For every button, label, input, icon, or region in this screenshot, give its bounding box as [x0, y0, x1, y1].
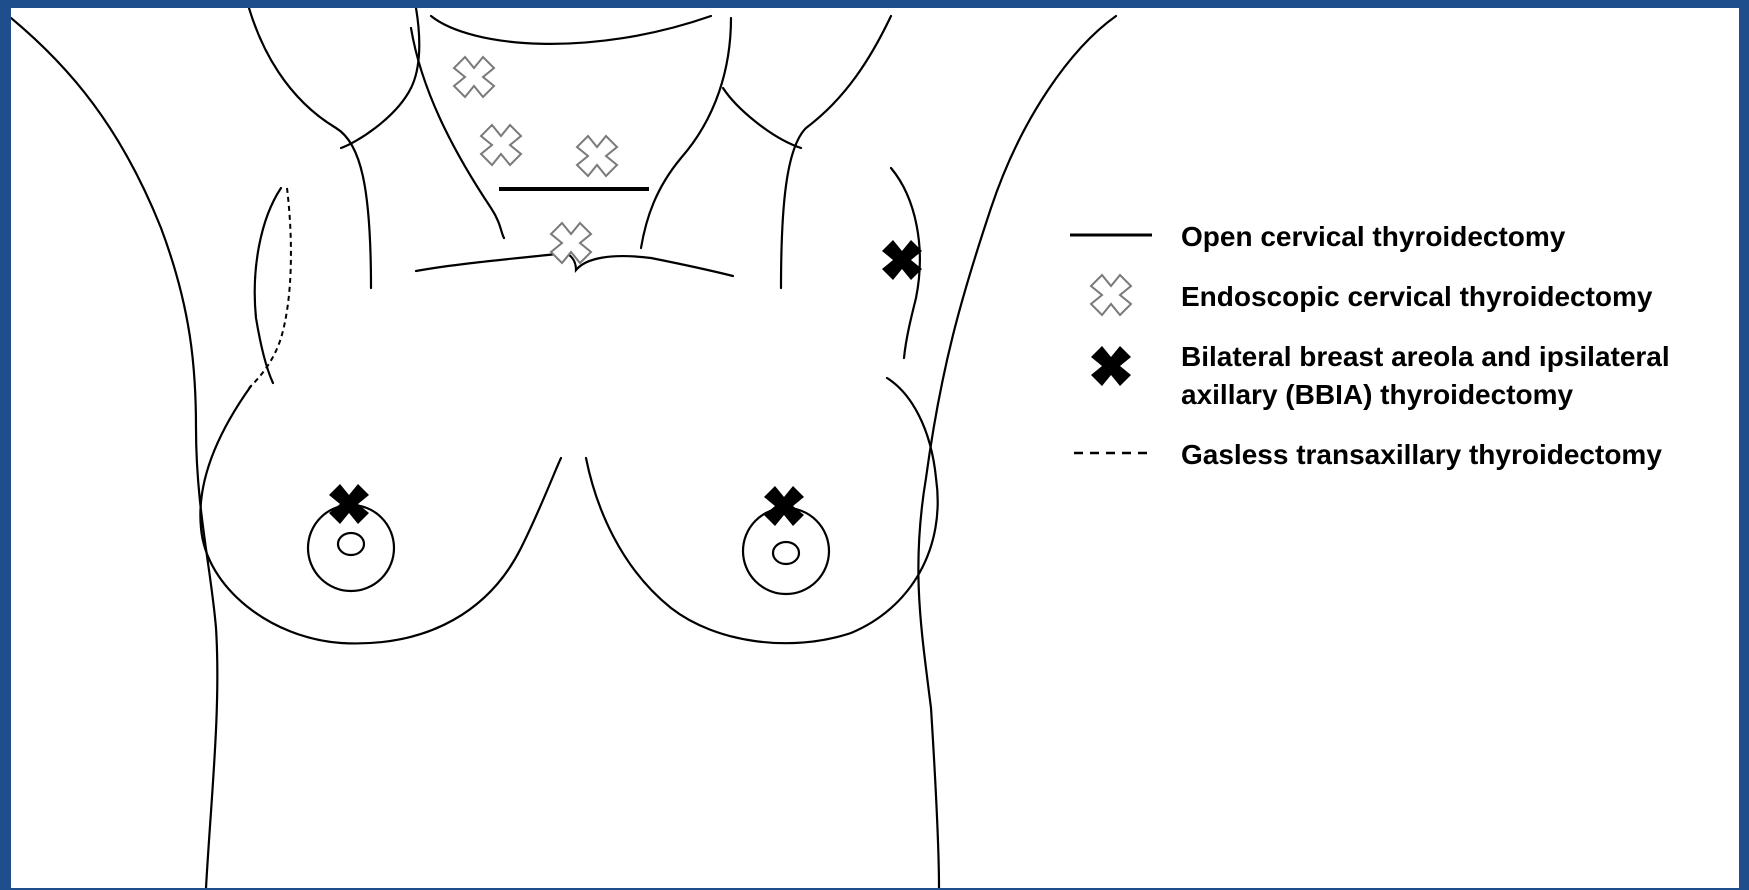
right-shoulder-inner: [723, 88, 801, 148]
bbia-port-icon: [764, 486, 804, 526]
left-areola-outer: [308, 505, 394, 591]
legend-label-bbia: Bilateral breast areola and ipsilateral …: [1181, 338, 1670, 414]
solid-line-icon: [1041, 218, 1181, 252]
left-axilla: [255, 188, 281, 383]
left-shoulder-line: [249, 8, 371, 288]
neck-right: [641, 18, 731, 248]
left-breast: [200, 386, 561, 643]
bbia-port-icon: [882, 240, 922, 280]
bbia-port-icon: [329, 484, 369, 524]
outline-x-icon: [1041, 278, 1181, 312]
dashed-line-icon: [1041, 436, 1181, 470]
legend-label-open: Open cervical thyroidectomy: [1181, 218, 1565, 256]
figure-frame: Open cervical thyroidectomy Endoscopic c…: [11, 8, 1739, 888]
legend-item-endoscopic: Endoscopic cervical thyroidectomy: [1041, 278, 1739, 316]
legend-item-bbia: Bilateral breast areola and ipsilateral …: [1041, 338, 1739, 414]
endoscopic-port-icon: [454, 57, 494, 97]
legend-item-gasless: Gasless transaxillary thyroidectomy: [1041, 436, 1739, 474]
left-outer-contour: [11, 18, 217, 888]
right-areola-outer: [743, 508, 829, 594]
legend-label-bbia-line1: Bilateral breast areola and ipsilateral: [1181, 338, 1670, 376]
legend-label-endoscopic: Endoscopic cervical thyroidectomy: [1181, 278, 1653, 316]
right-nipple: [773, 542, 799, 564]
right-shoulder-line: [781, 16, 891, 288]
filled-x-icon: [1041, 338, 1181, 394]
left-nipple: [338, 533, 364, 555]
chin-line: [431, 16, 711, 44]
endoscopic-port-icon: [577, 136, 617, 176]
legend: Open cervical thyroidectomy Endoscopic c…: [1041, 218, 1739, 496]
legend-label-bbia-line2: axillary (BBIA) thyroidectomy: [1181, 376, 1670, 414]
right-breast: [586, 378, 938, 643]
left-shoulder-inner: [341, 8, 419, 148]
endoscopic-port-icon: [481, 125, 521, 165]
legend-label-gasless: Gasless transaxillary thyroidectomy: [1181, 436, 1662, 474]
legend-item-open: Open cervical thyroidectomy: [1041, 218, 1739, 256]
